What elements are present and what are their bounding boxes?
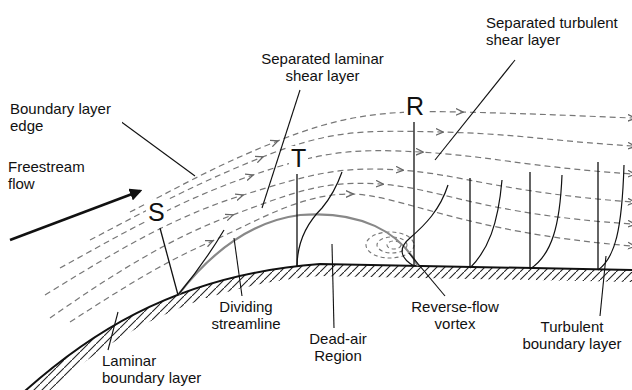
- velocity-profiles: [178, 165, 624, 295]
- station-letter: T: [289, 146, 308, 171]
- velocity-profile: [470, 180, 502, 268]
- leader-line: [108, 312, 118, 350]
- streamline: [60, 151, 632, 268]
- leader-line: [234, 238, 242, 296]
- station-line: [529, 172, 530, 269]
- callout-label: Freestream flow: [6, 158, 100, 193]
- station-line: [296, 174, 297, 267]
- station-line: [597, 162, 598, 270]
- callout-label: Boundary layer edge: [8, 100, 122, 135]
- callout-label: Dividing streamline: [200, 298, 292, 333]
- wall-hatching: [15, 264, 632, 390]
- stations: [160, 122, 598, 295]
- leader-lines: [108, 60, 606, 350]
- leader-line: [435, 60, 515, 160]
- leader-line: [409, 253, 445, 296]
- freestream-arrow: [10, 191, 140, 240]
- velocity-profile: [178, 230, 224, 295]
- station-letter: R: [404, 94, 426, 119]
- velocity-profile: [598, 165, 624, 270]
- callout-label: Laminar boundary layer: [100, 352, 224, 387]
- streamlines: [45, 112, 632, 322]
- leader-line: [332, 244, 334, 328]
- streamline: [90, 131, 632, 240]
- callout-label: Turbulent boundary layer: [516, 318, 628, 353]
- streamline: [45, 169, 632, 295]
- station-letter: S: [146, 200, 167, 225]
- callout-label: Separated laminar shear layer: [258, 50, 387, 85]
- streamline: [130, 112, 632, 212]
- velocity-profile: [530, 175, 562, 269]
- vortex-rings: [366, 232, 414, 258]
- station-line: [160, 228, 178, 295]
- leader-line: [116, 118, 195, 176]
- station-line: [413, 122, 414, 266]
- vortex-ring: [366, 232, 414, 258]
- leader-line: [600, 256, 606, 316]
- callout-label: Dead-air Region: [300, 330, 376, 365]
- station-line: [469, 178, 470, 268]
- wall-surface: [15, 264, 632, 390]
- velocity-profile: [297, 172, 342, 267]
- callout-label: Reverse-flow vortex: [404, 298, 506, 333]
- streamline: [50, 183, 632, 318]
- callout-label: Separated turbulent shear layer: [484, 14, 628, 49]
- streamline: [70, 194, 632, 322]
